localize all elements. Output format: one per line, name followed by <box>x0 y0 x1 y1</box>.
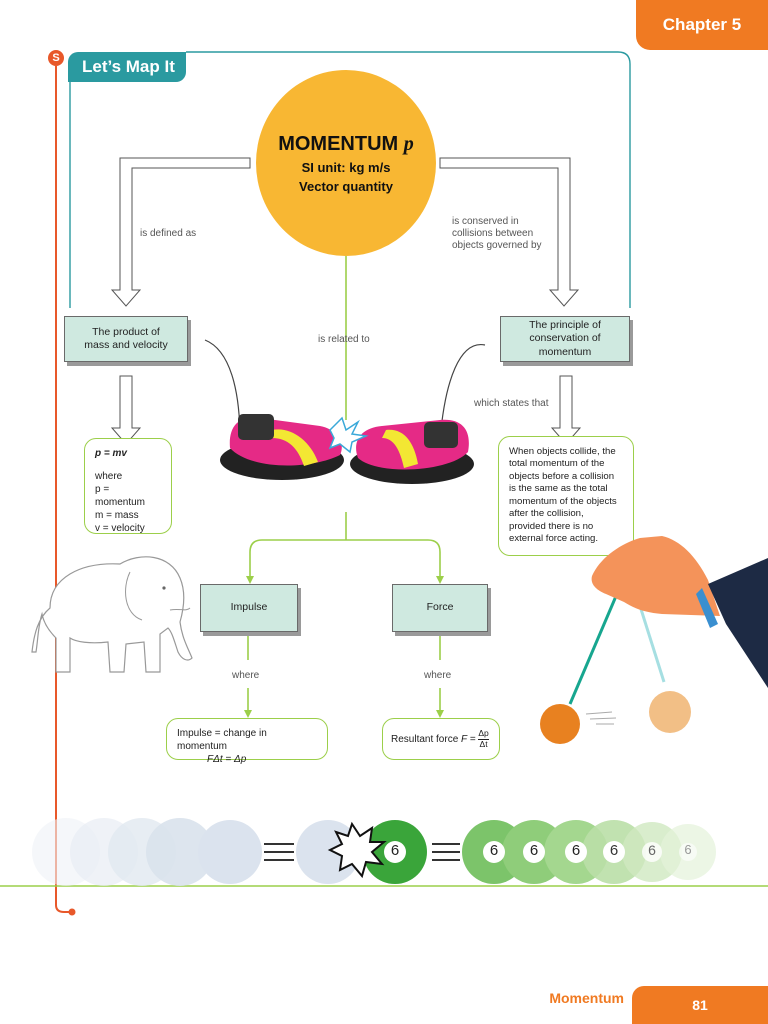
node-force: Force <box>392 584 488 632</box>
colliding-balls-illustration <box>32 818 716 886</box>
formula-v: v = velocity <box>95 523 145 534</box>
force-formula-prefix: Resultant force <box>391 733 459 745</box>
ball-number: 6 <box>390 842 400 859</box>
formula-box: p = mv where p = momentum m = mass v = v… <box>84 438 172 534</box>
force-formula-box: Resultant force F = Δp Δt <box>382 718 500 760</box>
si-unit: SI unit: kg m/s <box>301 159 391 175</box>
formula-main: p = mv <box>95 448 127 459</box>
label-force-where: where <box>424 670 452 681</box>
label-conserved-in: is conserved in collisions between objec… <box>452 216 542 251</box>
ball-number: 6 <box>684 842 692 857</box>
impulse-formula-1: Impulse = change in momentum <box>177 728 267 752</box>
label-impulse-where: where <box>232 670 260 681</box>
ball-number: 6 <box>529 842 539 859</box>
ball-number: 6 <box>609 842 619 859</box>
label-which-states: which states that <box>474 398 549 409</box>
ball-number: 6 <box>489 842 499 859</box>
bumper-cars-illustration <box>204 339 486 484</box>
force-fraction: Δp Δt <box>478 728 489 749</box>
impulse-formula-box: Impulse = change in momentum FΔt = Δp <box>166 718 328 765</box>
footer-topic: Momentum <box>549 990 624 1006</box>
ball-number: 6 <box>648 842 656 858</box>
section-title: Let’s Map It <box>68 52 186 82</box>
formula-where: where <box>95 471 123 482</box>
label-defined-as: is defined as <box>140 228 197 239</box>
node-principle: The principle of conservation of momentu… <box>500 316 630 362</box>
ball-number: 6 <box>571 842 581 859</box>
node-impulse: Impulse <box>200 584 298 632</box>
hand-pendulum-illustration <box>540 536 768 744</box>
formula-m: m = mass <box>95 510 139 521</box>
force-formula-var: F = <box>461 733 476 745</box>
momentum-title: MOMENTUM p <box>278 132 414 155</box>
section-badge: S <box>48 50 64 66</box>
impulse-formula-2: FΔt = Δp <box>207 754 247 765</box>
formula-p: p = momentum <box>95 484 146 508</box>
page-number-tab: 81 <box>632 986 768 1024</box>
conservation-box: When objects collide, the total momentum… <box>498 436 634 556</box>
quantity-type: Vector quantity <box>299 178 393 194</box>
label-related-to: is related to <box>318 334 370 345</box>
node-product: The product of mass and velocity <box>64 316 188 362</box>
elephant-illustration <box>31 556 193 673</box>
chapter-tab: Chapter 5 <box>636 0 768 50</box>
momentum-circle: MOMENTUM p SI unit: kg m/s Vector quanti… <box>256 70 436 256</box>
